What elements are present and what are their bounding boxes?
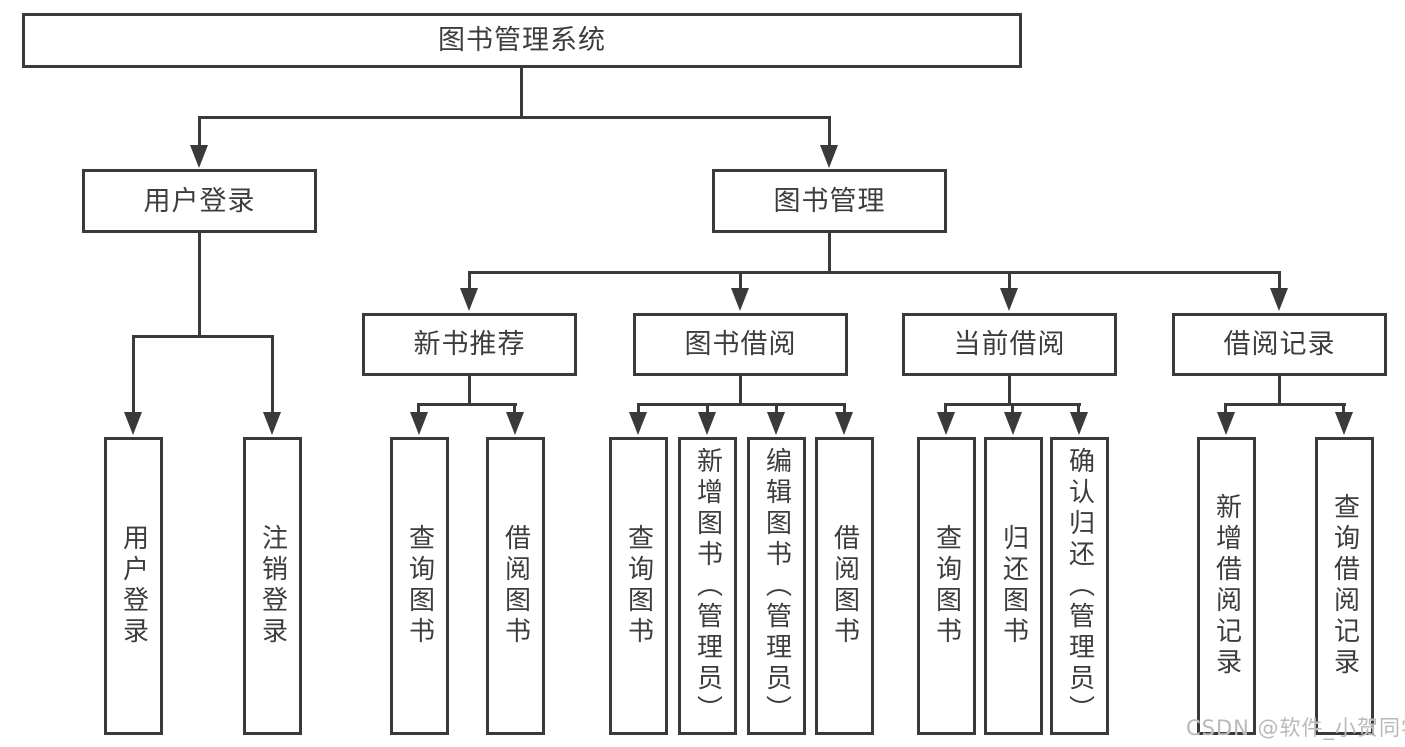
- arrow-down-icon: [937, 412, 955, 435]
- connector-line: [271, 335, 274, 417]
- connector-line: [513, 403, 516, 417]
- node-book-management-label: 图书管理: [773, 185, 886, 217]
- leaf-add-borrow-record-label: 新增借阅记录: [1211, 493, 1242, 679]
- connector-line: [1342, 403, 1345, 417]
- node-book-management: 图书管理: [712, 169, 947, 233]
- arrow-down-icon: [506, 412, 524, 435]
- node-new-book-recommend: 新书推荐: [362, 313, 577, 376]
- connector-line: [520, 66, 523, 118]
- node-borrowing-records-label: 借阅记录: [1223, 329, 1336, 360]
- leaf-logout-label: 注销登录: [257, 524, 288, 648]
- node-current-borrowing-label: 当前借阅: [953, 329, 1066, 360]
- arrow-down-icon: [1000, 288, 1018, 311]
- connector-line: [1011, 403, 1014, 417]
- connector-line: [198, 116, 831, 119]
- arrow-down-icon: [263, 412, 281, 435]
- arrow-down-icon: [698, 412, 716, 435]
- connector-line: [1008, 271, 1011, 290]
- connector-line: [637, 403, 846, 406]
- node-root-system-label: 图书管理系统: [438, 25, 606, 56]
- leaf-borrow-books-recommend: 借阅图书: [486, 437, 545, 735]
- connector-line: [1278, 271, 1281, 290]
- connector-line: [775, 403, 778, 417]
- leaf-query-borrow-record-label: 查询借阅记录: [1329, 493, 1360, 679]
- connector-line: [1008, 373, 1011, 405]
- leaf-query-books-current-label: 查询图书: [931, 524, 962, 648]
- connector-line: [828, 231, 831, 273]
- arrow-down-icon: [731, 288, 749, 311]
- csdn-watermark: CSDN @软件_小贺同学: [1186, 716, 1405, 740]
- arrow-down-icon: [1070, 412, 1088, 435]
- connector-line: [132, 335, 274, 338]
- connector-line: [132, 335, 135, 417]
- node-borrowing-records: 借阅记录: [1172, 313, 1387, 376]
- connector-line: [417, 403, 517, 406]
- connector-line: [739, 271, 742, 290]
- node-new-book-recommend-label: 新书推荐: [413, 329, 526, 360]
- leaf-edit-book-admin-label: 编辑图书（管理员）: [761, 446, 792, 726]
- leaf-query-books-borrowing: 查询图书: [609, 437, 668, 735]
- arrow-down-icon: [1004, 412, 1022, 435]
- connector-line: [1224, 403, 1346, 406]
- leaf-confirm-return-admin-label: 确认归还（管理员）: [1064, 446, 1095, 726]
- leaf-query-books-current: 查询图书: [917, 437, 976, 735]
- connector-line: [468, 373, 471, 405]
- node-user-login: 用户登录: [82, 169, 317, 233]
- connector-line: [468, 271, 1281, 274]
- arrow-down-icon: [410, 412, 428, 435]
- leaf-query-books-borrowing-label: 查询图书: [623, 524, 654, 648]
- node-current-borrowing: 当前借阅: [902, 313, 1117, 376]
- arrow-down-icon: [1335, 412, 1353, 435]
- node-root-system: 图书管理系统: [22, 13, 1022, 68]
- connector-line: [828, 116, 831, 150]
- connector-line: [198, 116, 201, 150]
- leaf-confirm-return-admin: 确认归还（管理员）: [1050, 437, 1109, 735]
- leaf-add-book-admin-label: 新增图书（管理员）: [692, 446, 723, 726]
- leaf-borrow-books-label: 借阅图书: [829, 524, 860, 648]
- arrow-down-icon: [190, 145, 208, 168]
- arrow-down-icon: [629, 412, 647, 435]
- leaf-query-books-recommend-label: 查询图书: [404, 524, 435, 648]
- arrow-down-icon: [124, 412, 142, 435]
- leaf-user-login-label: 用户登录: [118, 524, 149, 648]
- leaf-borrow-books-recommend-label: 借阅图书: [500, 524, 531, 648]
- arrow-down-icon: [767, 412, 785, 435]
- connector-line: [637, 403, 640, 417]
- connector-line: [417, 403, 420, 417]
- node-book-borrowing: 图书借阅: [633, 313, 848, 376]
- leaf-return-books: 归还图书: [984, 437, 1043, 735]
- leaf-borrow-books: 借阅图书: [815, 437, 874, 735]
- connector-line: [198, 231, 201, 337]
- connector-line: [739, 373, 742, 405]
- leaf-add-borrow-record: 新增借阅记录: [1197, 437, 1256, 735]
- connector-line: [468, 271, 471, 290]
- leaf-query-books-recommend: 查询图书: [390, 437, 449, 735]
- connector-line: [706, 403, 709, 417]
- connector-line: [1278, 373, 1281, 405]
- leaf-user-login: 用户登录: [104, 437, 163, 735]
- connector-line: [1224, 403, 1227, 417]
- arrow-down-icon: [1270, 288, 1288, 311]
- leaf-query-borrow-record: 查询借阅记录: [1315, 437, 1374, 735]
- connector-line: [843, 403, 846, 417]
- arrow-down-icon: [835, 412, 853, 435]
- connector-line: [944, 403, 947, 417]
- node-book-borrowing-label: 图书借阅: [684, 329, 797, 360]
- connector-line: [1077, 403, 1080, 417]
- arrow-down-icon: [460, 288, 478, 311]
- leaf-return-books-label: 归还图书: [998, 524, 1029, 648]
- arrow-down-icon: [820, 145, 838, 168]
- arrow-down-icon: [1217, 412, 1235, 435]
- node-user-login-label: 用户登录: [143, 185, 256, 217]
- leaf-add-book-admin: 新增图书（管理员）: [678, 437, 737, 735]
- leaf-edit-book-admin: 编辑图书（管理员）: [747, 437, 806, 735]
- leaf-logout: 注销登录: [243, 437, 302, 735]
